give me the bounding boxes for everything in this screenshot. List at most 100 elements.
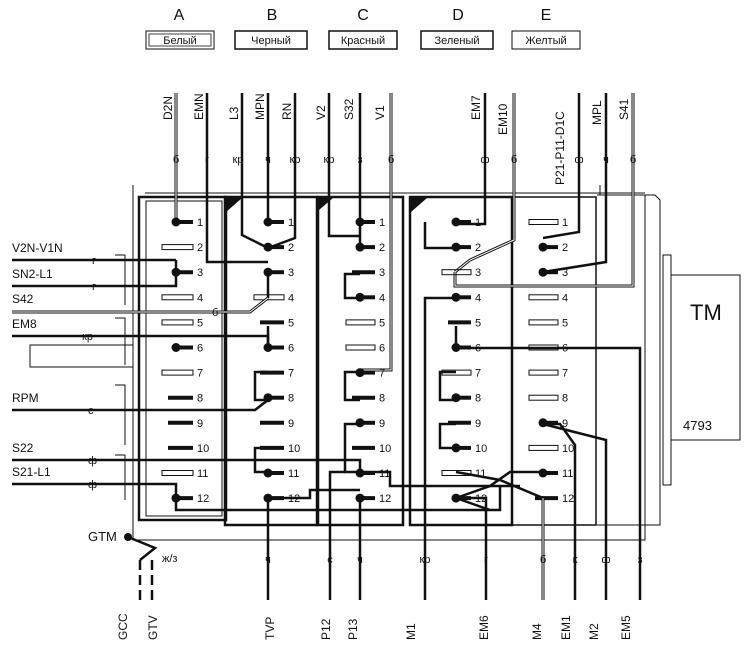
- wire-code: ч: [603, 154, 609, 166]
- pin-d-9: 9: [448, 418, 481, 430]
- pin-b-5: 5: [260, 317, 294, 329]
- pin-b-7: 7: [260, 368, 294, 380]
- left-wires: V2N-V1N г SN2-L1 г S42 б EM8 кр RPM с S2…: [12, 241, 362, 498]
- pin-c-8: 8: [352, 393, 385, 405]
- pin-number: 1: [288, 217, 294, 229]
- pin-number: 4: [379, 292, 385, 304]
- pin-number: 3: [562, 267, 568, 279]
- pin-number: 2: [475, 242, 481, 254]
- pin-number: 5: [197, 317, 203, 329]
- signal-label: EM7: [469, 95, 483, 120]
- wire-em6: г EM6: [456, 496, 491, 640]
- signal-label: EM5: [619, 615, 633, 640]
- pin-number: 6: [379, 343, 385, 355]
- pin-c-1: 1: [355, 217, 385, 229]
- wire-m2: ф M2: [542, 422, 611, 640]
- pin-d-1: 1: [451, 217, 481, 229]
- column-color-label: Желтый: [525, 35, 566, 47]
- wire-code: б: [388, 154, 394, 166]
- wire-code: кр: [324, 154, 335, 166]
- pin-c-12: 12: [355, 493, 391, 505]
- pin-number: 2: [288, 242, 294, 254]
- signal-label: EM6: [477, 615, 491, 640]
- pin-b-9: 9: [260, 418, 294, 430]
- pin-e-7: 7: [528, 368, 568, 380]
- pin-number: 6: [197, 343, 203, 355]
- column-letter: C: [357, 7, 369, 24]
- top-wires: D2N б EMN г L3 кр MPN ч RN кр V2 кр: [161, 93, 636, 372]
- column-letter: B: [267, 7, 278, 24]
- wire-code: к: [573, 554, 578, 566]
- wire-code: г: [484, 554, 488, 566]
- pin-b-11: 11: [263, 468, 299, 480]
- signal-label: V2: [314, 105, 328, 120]
- pin-number: 4: [197, 292, 203, 304]
- signal-label: V2N-V1N: [12, 241, 63, 255]
- pin-a-6: 6: [171, 343, 203, 355]
- pin-c-7: 7: [355, 368, 385, 380]
- pin-number: 7: [562, 368, 568, 380]
- pin-b-10: 10: [260, 443, 300, 455]
- pin-number: 3: [379, 267, 385, 279]
- pin-number: 2: [197, 242, 203, 254]
- pin-number: 4: [475, 292, 481, 304]
- pin-b-4: 4: [253, 292, 294, 304]
- pin-a-11: 11: [161, 468, 208, 480]
- signal-label: L3: [227, 106, 241, 120]
- corner-marker: [411, 198, 427, 212]
- column-letter: E: [541, 7, 552, 24]
- signal-label: RN: [280, 103, 294, 120]
- wire-sn2-l1: SN2-L1 г: [12, 260, 178, 293]
- pin-a-8: 8: [168, 393, 203, 405]
- pin-number: 4: [288, 292, 294, 304]
- pin-number: 3: [197, 267, 203, 279]
- pin-number: 3: [475, 267, 481, 279]
- wire-code: б: [630, 154, 636, 166]
- column-letter: A: [174, 7, 185, 24]
- pin-number: 10: [288, 443, 300, 455]
- wire-v1: V1 б: [360, 93, 394, 372]
- pin-a-5: 5: [161, 317, 203, 329]
- pin-number: 1: [379, 217, 385, 229]
- corner-marker: [226, 198, 242, 212]
- pin-number: 7: [475, 368, 481, 380]
- signal-label: S42: [12, 292, 34, 306]
- pin-number: 8: [288, 393, 294, 405]
- pin-number: 11: [288, 468, 299, 480]
- signal-label: SN2-L1: [12, 267, 53, 281]
- pin-number: 12: [379, 493, 391, 505]
- corner-marker: [319, 198, 333, 210]
- pin-number: 8: [475, 393, 481, 405]
- wire-s22: S22 ф: [12, 441, 362, 472]
- pin-e-11: 11: [538, 468, 573, 480]
- housing: [29, 185, 741, 541]
- pin-a-2: 2: [161, 242, 203, 254]
- pin-number: 9: [475, 418, 481, 430]
- signal-label: MPN: [253, 93, 267, 120]
- pin-number: 5: [475, 317, 481, 329]
- gcc-label: GCC: [116, 613, 130, 640]
- column-color-label: Зеленый: [434, 35, 479, 47]
- pin-number: 2: [379, 242, 385, 254]
- pin-number: 12: [288, 493, 300, 505]
- wire-m1: кр M1: [404, 520, 430, 640]
- pin-e-3: 3: [538, 267, 568, 279]
- pin-number: 1: [197, 217, 203, 229]
- connector-number: 4793: [683, 418, 712, 433]
- signal-label: P21-P11-D1C: [553, 111, 567, 185]
- pin-a-4: 4: [161, 292, 203, 304]
- wire-code: з: [357, 154, 362, 166]
- pin-number: 7: [379, 368, 385, 380]
- wire-code: кр: [82, 331, 93, 343]
- pin-c-10: 10: [352, 443, 391, 455]
- signal-label: S32: [342, 98, 356, 120]
- pin-e-12: 12: [535, 493, 574, 505]
- wire-code: б: [173, 154, 179, 166]
- gtm-code: ж/з: [162, 553, 177, 565]
- pin-d-2: 2: [451, 242, 481, 254]
- signal-label: EM8: [12, 317, 37, 331]
- column-headers: A Белый B Черный C Красный D Зеленый E Ж…: [145, 7, 581, 50]
